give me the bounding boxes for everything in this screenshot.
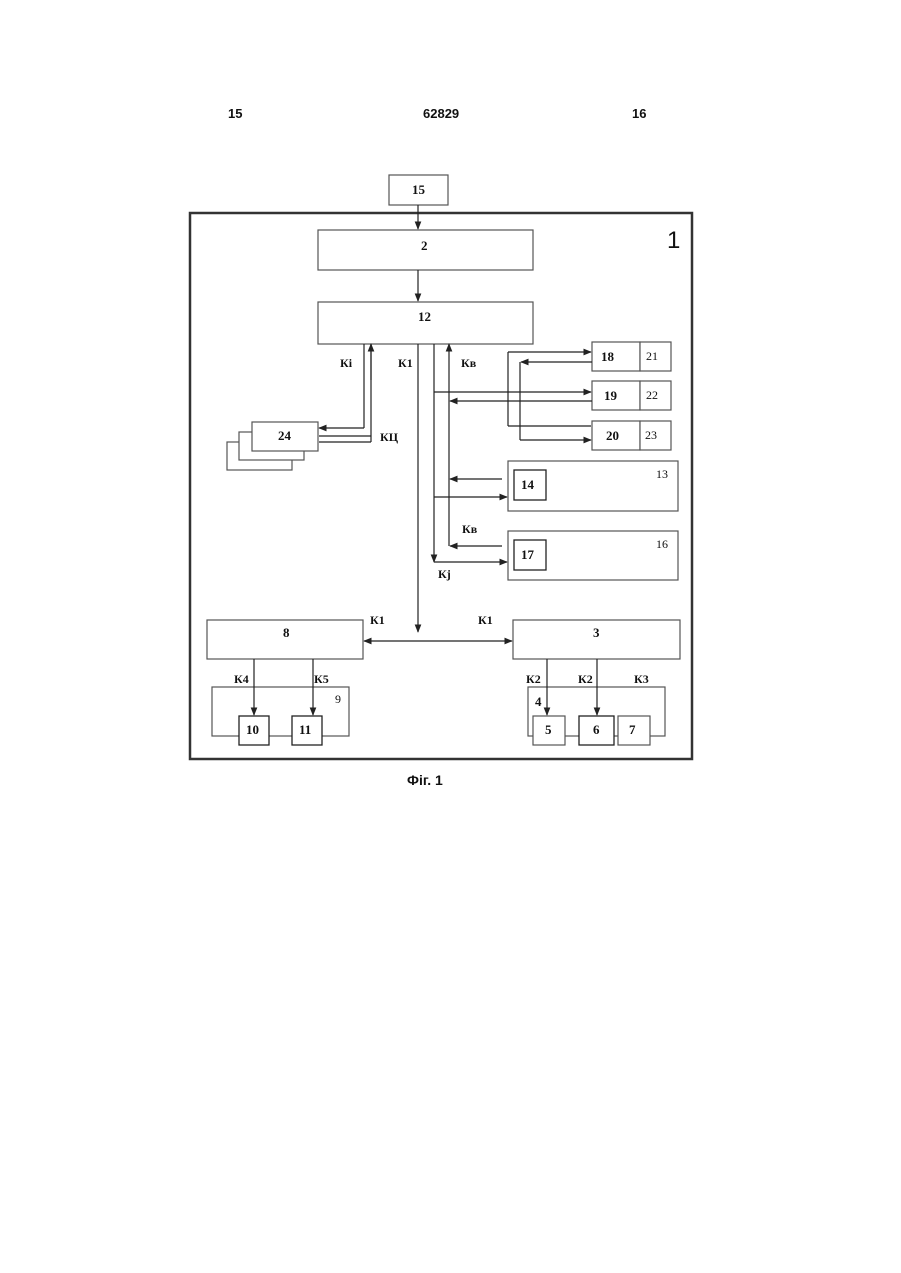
- figure-caption: Фіг. 1: [407, 772, 443, 788]
- channel-k1-left: К1: [370, 613, 385, 627]
- channel-ki: Кі: [340, 356, 353, 370]
- block-19-label: 19: [604, 388, 618, 403]
- channel-k4: К4: [234, 672, 249, 686]
- channel-kj: Кj: [438, 567, 451, 581]
- block-8-label: 8: [283, 625, 290, 640]
- block-23-label: 23: [645, 428, 657, 442]
- block-22-label: 22: [646, 388, 658, 402]
- block-11-label: 11: [299, 722, 311, 737]
- block-16-label: 16: [656, 537, 668, 551]
- block-2-label: 2: [421, 238, 428, 253]
- block-9-label: 9: [335, 692, 341, 706]
- block-9: [212, 687, 349, 736]
- block-7-label: 7: [629, 722, 636, 737]
- block-24-label: 24: [278, 428, 292, 443]
- block-4-label: 4: [535, 694, 542, 709]
- channel-kv-mid: Кв: [462, 522, 478, 536]
- block-5-label: 5: [545, 722, 552, 737]
- block-10-label: 10: [246, 722, 259, 737]
- block-18: [592, 342, 640, 371]
- block-12-label: 12: [418, 309, 431, 324]
- block-18-label: 18: [601, 349, 615, 364]
- channel-k1-top: К1: [398, 356, 413, 370]
- channel-kv-top: Кв: [461, 356, 477, 370]
- block-6-label: 6: [593, 722, 600, 737]
- channel-k5: К5: [314, 672, 329, 686]
- block-13-label: 13: [656, 467, 668, 481]
- block-20-label: 20: [606, 428, 619, 443]
- channel-kc: КЦ: [380, 430, 399, 444]
- channel-k2-b: К2: [578, 672, 593, 686]
- frame-label: 1: [667, 227, 680, 254]
- block-15-label: 15: [412, 182, 426, 197]
- channel-k2-a: К2: [526, 672, 541, 686]
- channel-k3: К3: [634, 672, 649, 686]
- block-21-label: 21: [646, 349, 658, 363]
- block-14-label: 14: [521, 477, 535, 492]
- channel-k1-right: К1: [478, 613, 493, 627]
- block-17-label: 17: [521, 547, 535, 562]
- block-3-label: 3: [593, 625, 600, 640]
